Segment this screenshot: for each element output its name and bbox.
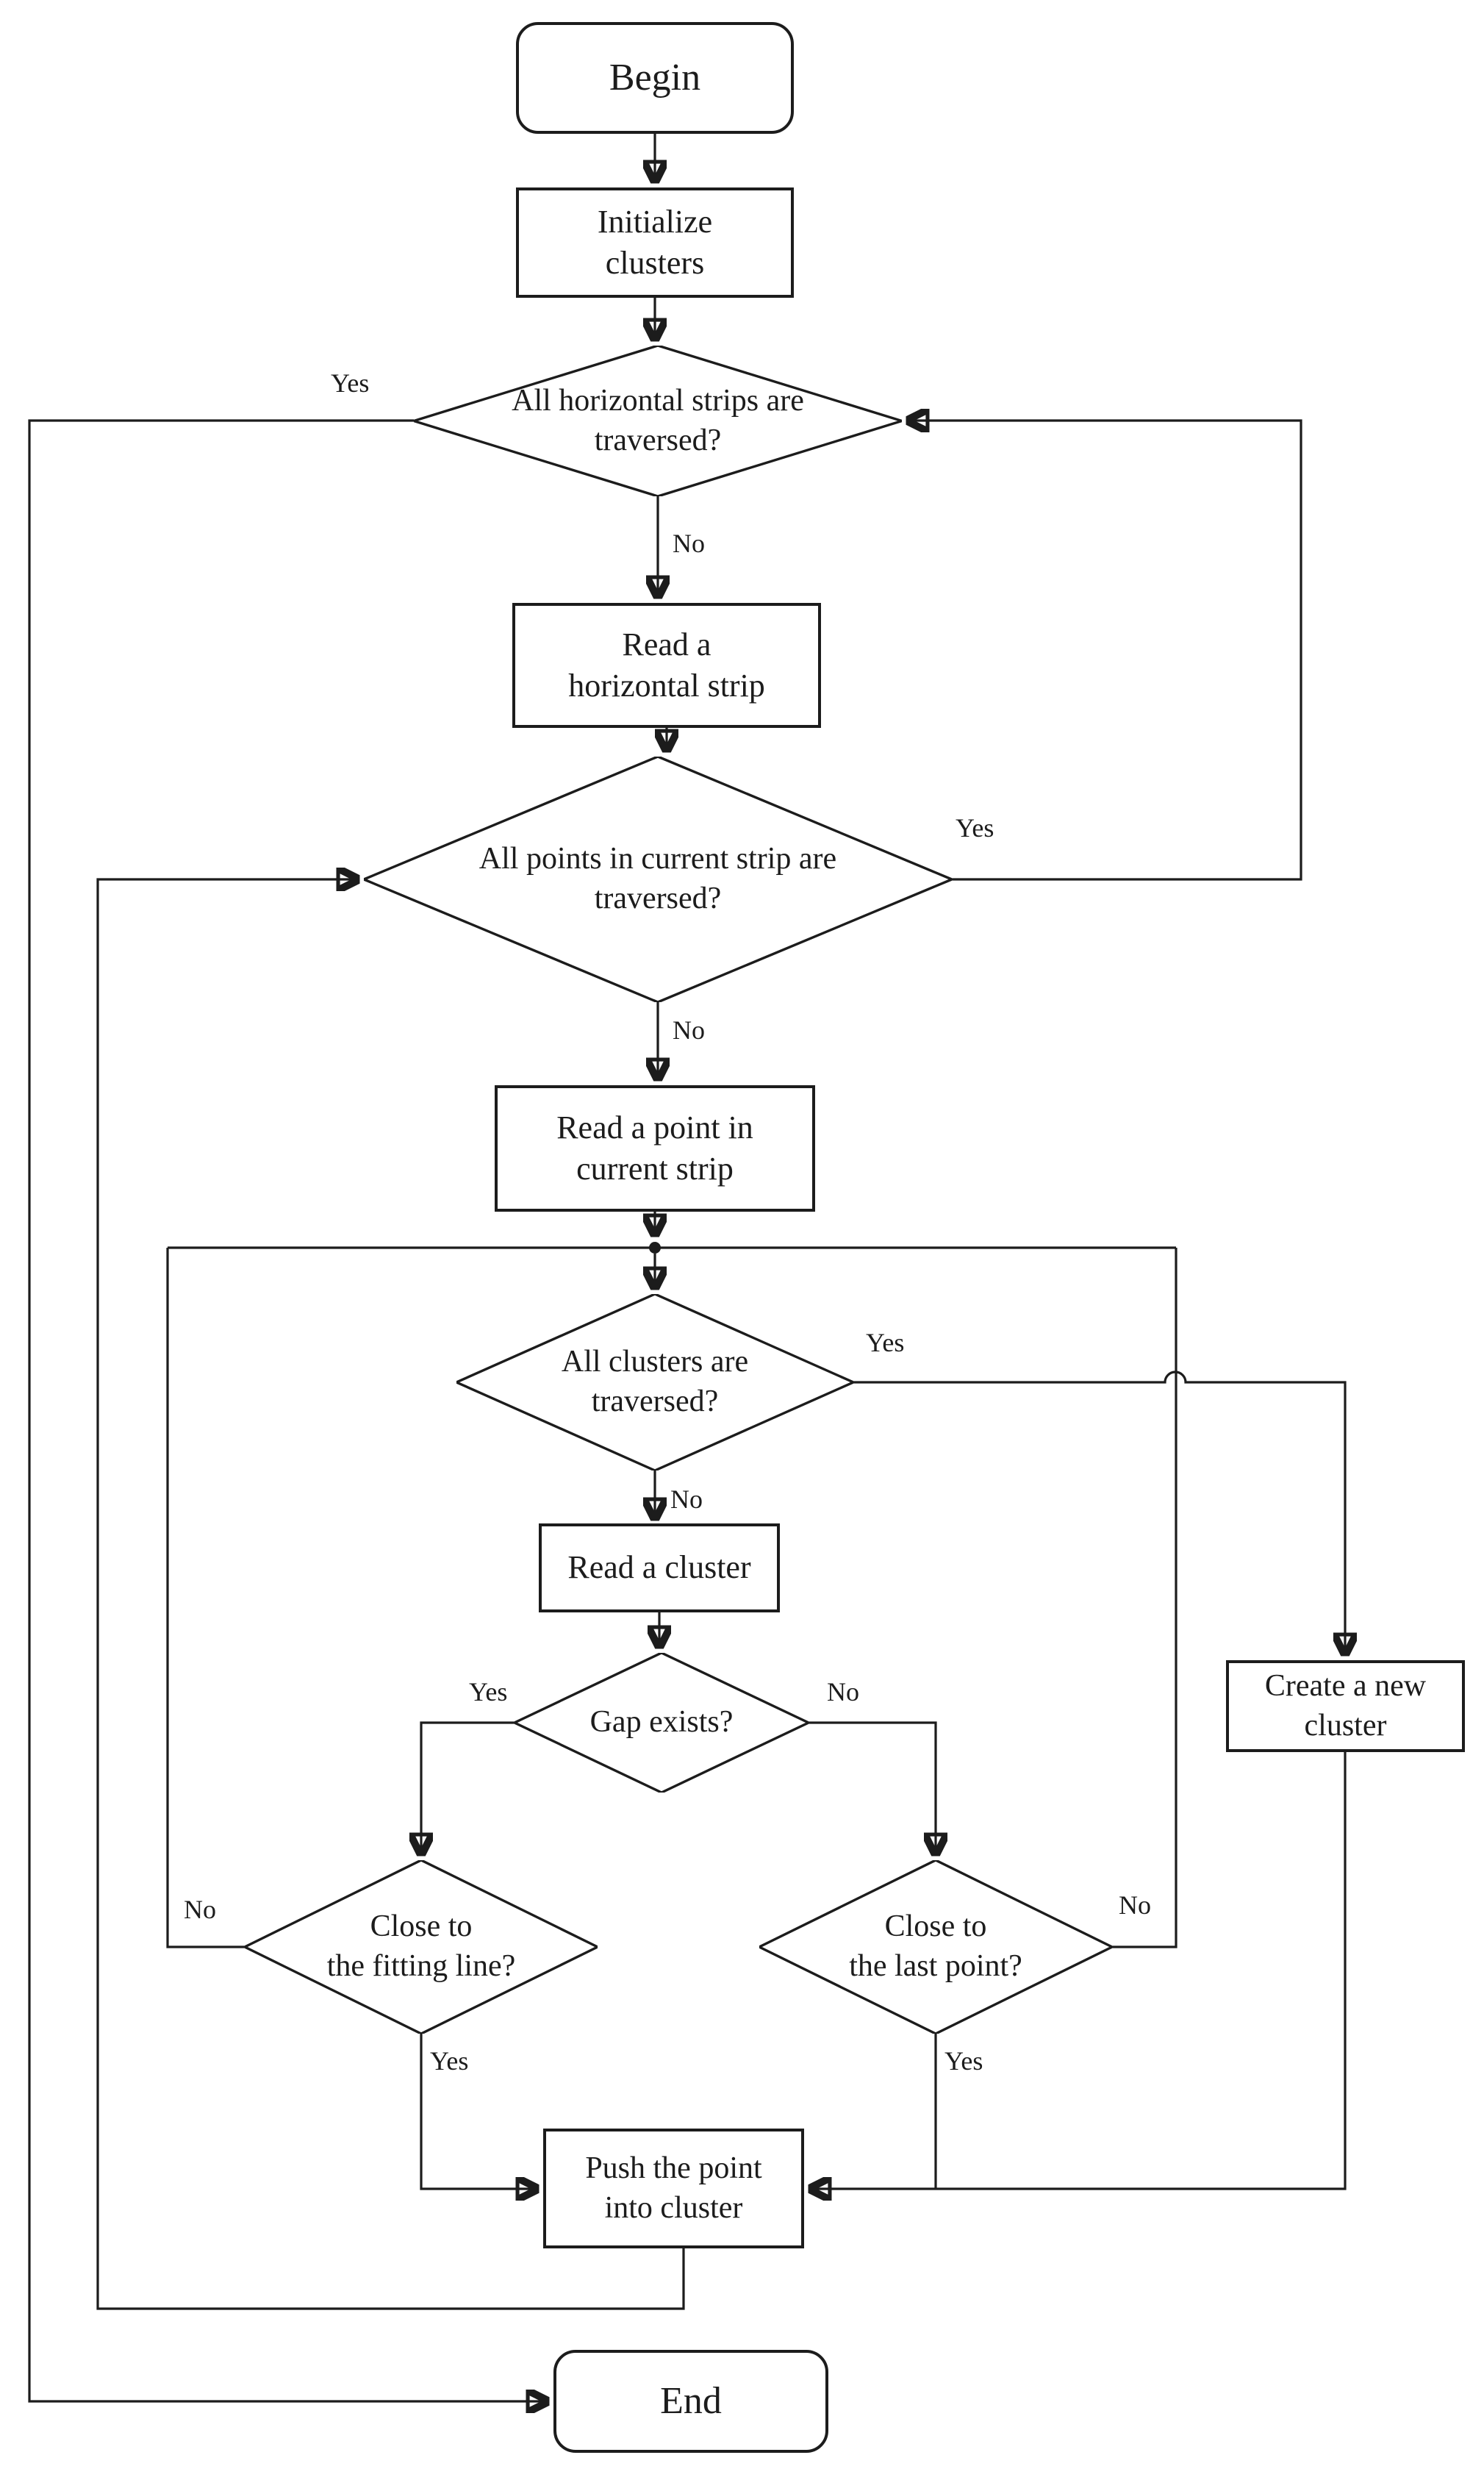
edge-closefitting-yes [420, 2034, 536, 2189]
decision-close-to-fitting-line-label: Close to the fitting line? [326, 1909, 516, 1983]
node-read-cluster-label: Read a cluster [567, 1549, 751, 1586]
edge-label-allclusters-no: No [670, 1484, 703, 1514]
edge-push-loop-return [96, 879, 685, 2310]
node-end-label: End [660, 2379, 722, 2422]
diamond-shape [759, 1860, 1112, 2034]
decision-all-horizontal-strips: All horizontal strips are traversed? [414, 346, 902, 496]
edge-closefitting-no-return [166, 1248, 248, 1948]
edge-createcluster-to-push [811, 1752, 1347, 2189]
decision-close-to-last-point: Close to the last point? [759, 1860, 1112, 2034]
node-initialize-clusters: Initialize clusters [516, 187, 794, 298]
edge-allstrips-yes-to-end [28, 419, 546, 2401]
decision-close-to-fitting-line: Close to the fitting line? [245, 1860, 598, 2034]
node-read-cluster: Read a cluster [539, 1523, 780, 1612]
edge-label-gap-yes: Yes [469, 1677, 508, 1707]
decision-all-points-in-strip: All points in current strip are traverse… [364, 757, 952, 1002]
node-push-point-label: Push the point into cluster [585, 2151, 762, 2225]
edge-label-allpoints-yes: Yes [956, 813, 994, 843]
edge-label-closelast-no: No [1119, 1890, 1151, 1920]
edge-label-closefitting-no: No [184, 1895, 216, 1924]
decision-gap-exists: Gap exists? [515, 1653, 809, 1793]
node-begin-label: Begin [609, 56, 701, 99]
node-begin: Begin [516, 22, 794, 134]
node-push-point: Push the point into cluster [543, 2129, 804, 2248]
decision-all-clusters-label: All clusters are traversed? [561, 1345, 749, 1418]
edge-label-closelast-yes: Yes [944, 2046, 983, 2076]
diamond-shape [515, 1653, 809, 1793]
edge-gap-no [806, 1721, 936, 1853]
node-read-horizontal-strip-label: Read a horizontal strip [568, 626, 765, 704]
diamond-shape [245, 1860, 598, 2034]
node-create-new-cluster: Create a new cluster [1226, 1660, 1465, 1752]
diamond-shape [364, 757, 952, 1002]
edge-label-allstrips-yes: Yes [331, 368, 370, 398]
decision-gap-exists-label: Gap exists? [589, 1705, 734, 1740]
edge-label-gap-no: No [827, 1677, 859, 1707]
decision-all-clusters: All clusters are traversed? [456, 1294, 853, 1471]
decision-all-horizontal-strips-label: All horizontal strips are traversed? [512, 383, 804, 457]
edge-allclusters-yes [853, 1371, 1345, 1653]
node-read-point-label: Read a point in current strip [556, 1109, 753, 1187]
edge-allpoints-yes-return [909, 421, 1302, 881]
edge-label-allpoints-no: No [673, 1015, 705, 1045]
node-initialize-clusters-label: Initialize clusters [597, 203, 713, 281]
decision-close-to-last-point-label: Close to the last point? [849, 1909, 1022, 1983]
edge-closelast-no-return [1109, 1248, 1177, 1948]
diamond-shape [456, 1294, 853, 1471]
decision-all-points-in-strip-label: All points in current strip are traverse… [478, 842, 837, 915]
edge-label-closefitting-yes: Yes [430, 2046, 469, 2076]
edge-gap-yes [421, 1721, 517, 1853]
diamond-shape [414, 346, 902, 496]
edge-label-allclusters-yes: Yes [866, 1328, 905, 1357]
node-read-horizontal-strip: Read a horizontal strip [512, 603, 821, 728]
node-end: End [553, 2350, 828, 2453]
edge-label-allstrips-no: No [673, 529, 705, 558]
node-create-new-cluster-label: Create a new cluster [1264, 1668, 1427, 1743]
node-read-point: Read a point in current strip [495, 1085, 815, 1212]
